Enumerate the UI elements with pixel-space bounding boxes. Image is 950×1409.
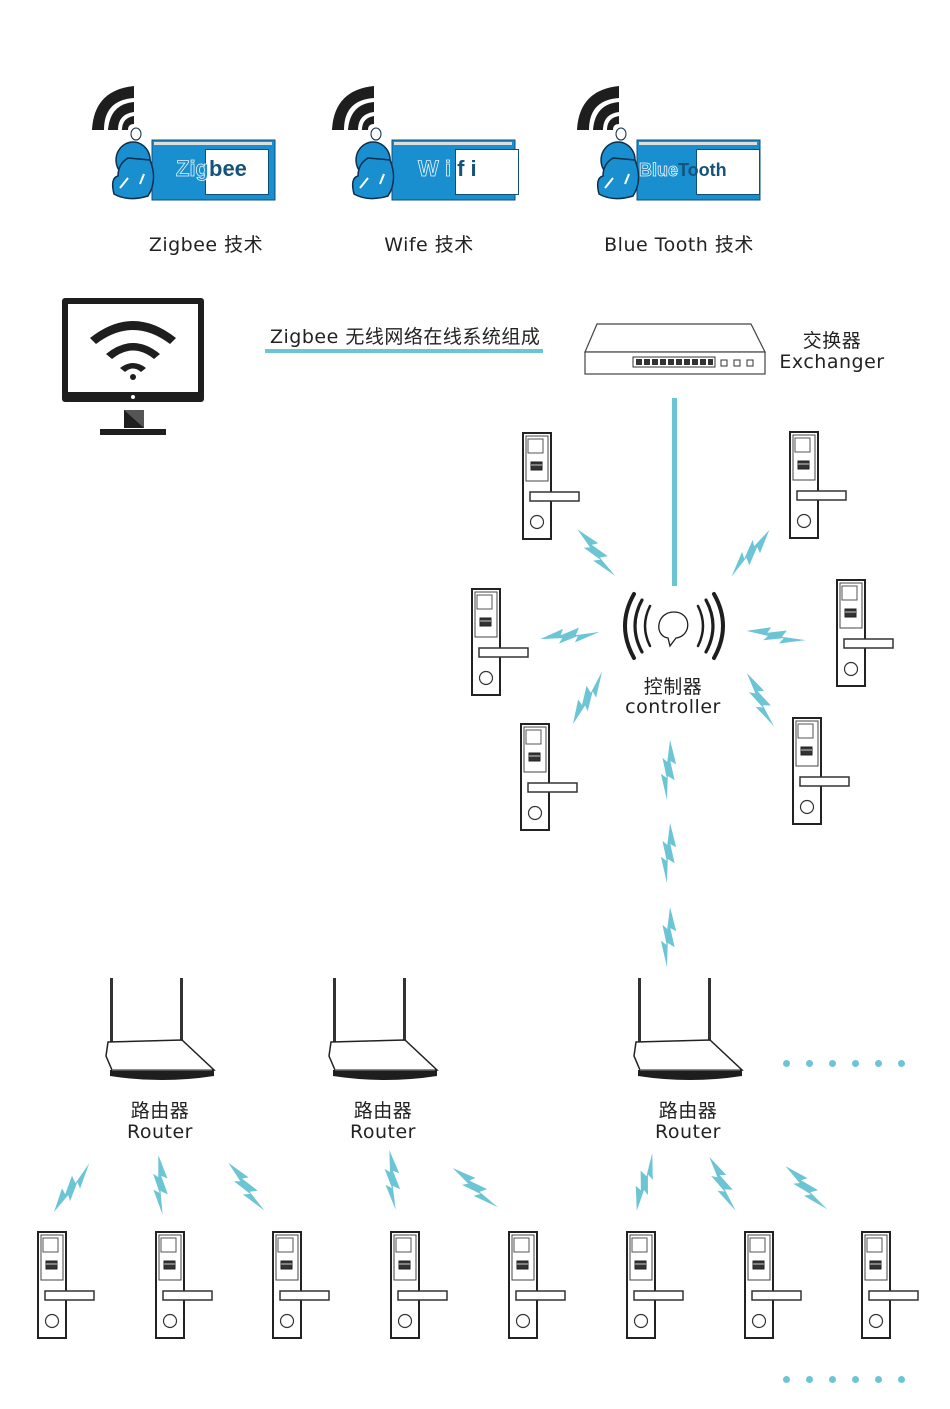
wireless-signal-bolt-icon — [776, 1158, 835, 1217]
router-label-en: Router — [127, 1121, 193, 1143]
tech-logo: Zigbee — [88, 84, 278, 204]
door-lock-icon — [836, 579, 896, 689]
switch-label-en: Exchanger — [779, 351, 885, 373]
door-lock-icon — [520, 723, 580, 833]
logo-text-part-b: bee — [209, 156, 247, 181]
wireless-signal-bolt-icon — [444, 1160, 506, 1216]
door-lock-icon — [522, 432, 582, 542]
wireless-signal-bolt-icon — [628, 1149, 663, 1216]
wireless-signal-bolt-icon — [537, 622, 603, 651]
wireless-signal-bolt-icon — [736, 667, 784, 733]
logo-text-part-b: f i — [457, 156, 477, 181]
router-label-en: Router — [655, 1121, 721, 1143]
door-lock-icon — [390, 1231, 450, 1341]
controller-label-en: controller — [625, 696, 721, 718]
wireless-signal-bolt-icon — [657, 905, 679, 970]
router-label-cn: 路由器 — [658, 1100, 718, 1122]
logo-label-box — [696, 149, 760, 195]
wireless-signal-bolt-icon — [743, 622, 809, 651]
wireless-signal-bolt-icon — [657, 821, 679, 886]
wireless-signal-bolt-icon — [699, 1151, 746, 1217]
logo-label-box — [205, 149, 269, 195]
monitor-wifi-icon — [60, 296, 208, 445]
logo-text: BlueTooth — [639, 160, 727, 181]
tech-logo: W i f i — [328, 84, 519, 204]
logo-text: W i f i — [418, 156, 477, 182]
router-label-cn: 路由器 — [130, 1100, 190, 1122]
wireless-signal-bolt-icon — [147, 1152, 173, 1217]
wireless-signal-bolt-icon — [378, 1147, 406, 1213]
door-lock-icon — [508, 1231, 568, 1341]
title-underline — [265, 349, 543, 353]
more-routers-ellipsis — [783, 1060, 905, 1067]
wireless-signal-bolt-icon — [218, 1156, 273, 1219]
wireless-signal-bolt-icon — [568, 522, 624, 584]
logo-text-part-a: Blue — [639, 160, 679, 181]
door-lock-icon — [37, 1231, 97, 1341]
tech-logo: BlueTooth — [573, 84, 763, 204]
controller-label-cn: 控制器 — [643, 676, 703, 698]
more-locks-ellipsis — [783, 1376, 905, 1383]
router-icon — [325, 978, 445, 1088]
router-icon — [630, 978, 750, 1088]
wireless-signal-bolt-icon — [657, 738, 679, 803]
door-lock-icon — [861, 1231, 921, 1341]
logo-text: Zigbee — [176, 156, 247, 182]
diagram-title: Zigbee 无线网络在线系统组成 — [270, 326, 541, 348]
door-lock-icon — [792, 717, 852, 827]
wireless-signal-bolt-icon — [564, 665, 612, 731]
tech-caption: Wife 技术 — [384, 234, 474, 256]
wireless-signal-bolt-icon — [722, 522, 777, 585]
door-lock-icon — [744, 1231, 804, 1341]
logo-label-box — [455, 149, 519, 195]
tech-caption: Blue Tooth 技术 — [604, 234, 754, 256]
switch-label-cn: 交换器 — [802, 330, 862, 352]
controller-signal-icon — [620, 588, 728, 668]
router-label-en: Router — [350, 1121, 416, 1143]
door-lock-icon — [155, 1231, 215, 1341]
router-icon — [102, 978, 222, 1088]
router-label-cn: 路由器 — [353, 1100, 413, 1122]
logo-text-part-b: Tooth — [678, 160, 727, 180]
network-switch-icon — [583, 322, 769, 382]
door-lock-icon — [471, 588, 531, 698]
wireless-signal-bolt-icon — [45, 1156, 98, 1220]
logo-text-part-a: W i — [418, 156, 458, 182]
door-lock-icon — [626, 1231, 686, 1341]
logo-text-part-a: Zig — [176, 156, 210, 182]
tech-caption: Zigbee 技术 — [148, 234, 264, 256]
door-lock-icon — [272, 1231, 332, 1341]
door-lock-icon — [789, 431, 849, 541]
switch-controller-link — [672, 398, 677, 586]
